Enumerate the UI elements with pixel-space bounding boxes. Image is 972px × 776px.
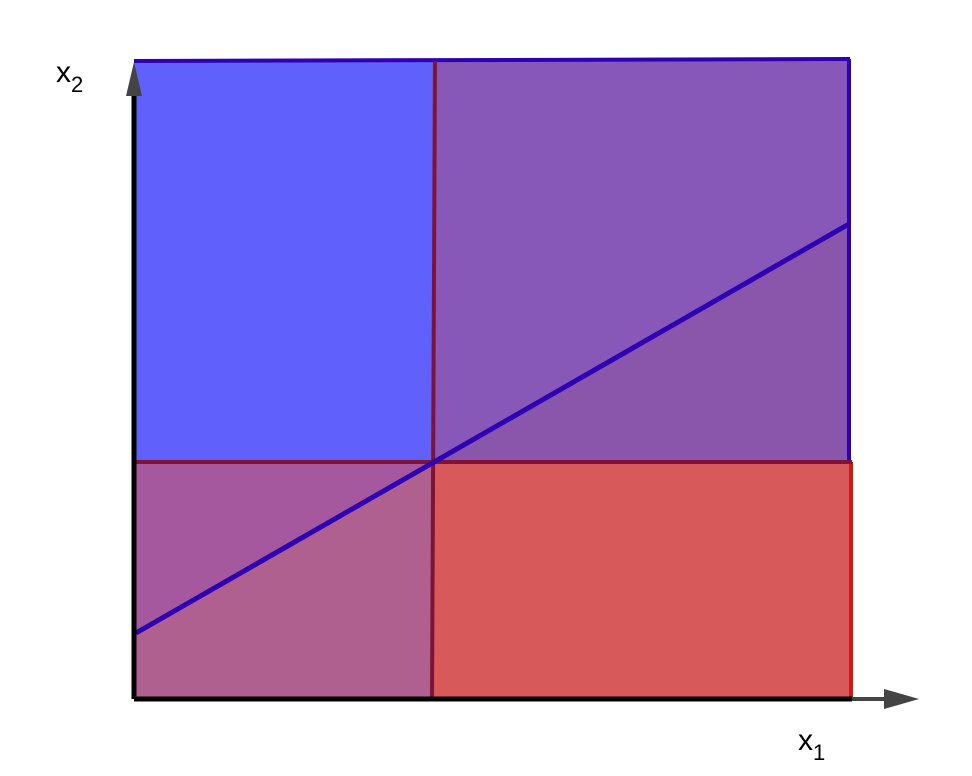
- y-axis-arrowhead: [126, 62, 142, 96]
- vertical-divider-line: [430, 60, 437, 700]
- x-axis-arrowhead: [884, 689, 919, 709]
- region-blue-upper-left: [134, 61, 434, 462]
- y-axis-label: x2: [56, 56, 83, 97]
- region-mauve-left-lower: [134, 462, 434, 699]
- region-red-lower-right: [432, 462, 853, 699]
- diagonal-boundary-line: [134, 221, 851, 636]
- x-axis-label: x1: [798, 724, 825, 765]
- top-boundary-line: [133, 57, 851, 63]
- region-purple-upper-right: [434, 59, 849, 462]
